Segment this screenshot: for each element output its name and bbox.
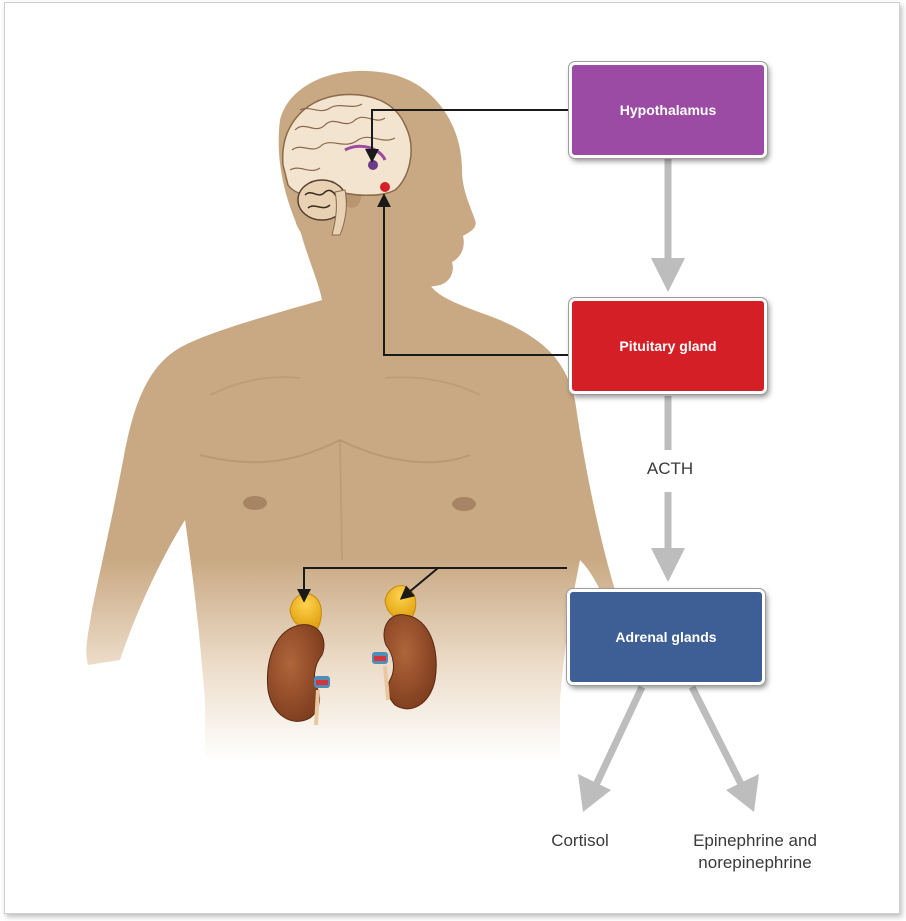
hypothalamus-label: Hypothalamus <box>620 102 716 118</box>
cortisol-label: Cortisol <box>520 830 640 852</box>
hypothalamus-box: Hypothalamus <box>569 62 767 158</box>
adrenal-glands-box: Adrenal glands <box>567 589 765 685</box>
pituitary-gland-label: Pituitary gland <box>619 338 716 354</box>
epinephrine-label: Epinephrine and norepinephrine <box>660 830 850 874</box>
flow-arrows <box>578 158 759 812</box>
nipple-left <box>243 496 267 510</box>
adrenal-glands-label: Adrenal glands <box>615 629 716 645</box>
nipple-right <box>452 497 476 511</box>
acth-label: ACTH <box>620 458 720 480</box>
pituitary-gland-box: Pituitary gland <box>569 298 767 394</box>
torso-silhouette <box>86 230 615 760</box>
